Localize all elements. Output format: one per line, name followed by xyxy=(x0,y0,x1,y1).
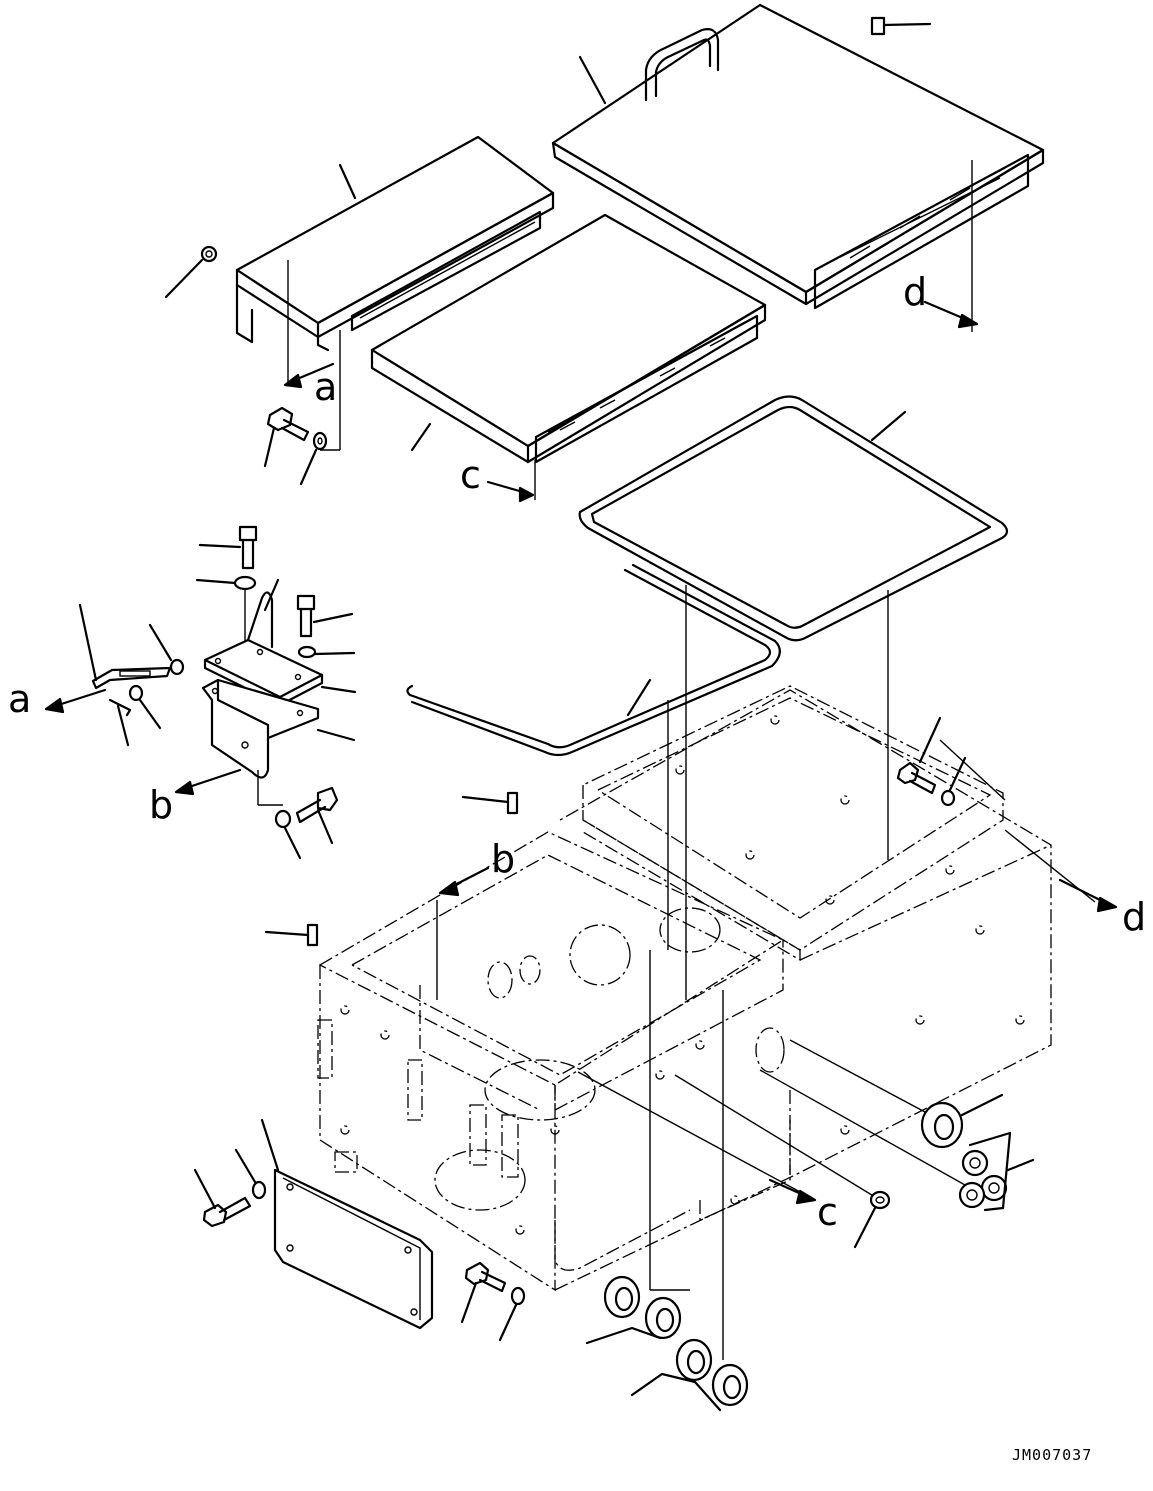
bolt-icon xyxy=(460,1261,507,1324)
grommet-group xyxy=(585,1275,749,1412)
pin-icon xyxy=(108,698,132,747)
bolt-icon xyxy=(295,786,339,845)
ref-label-c-top: c xyxy=(460,453,481,497)
cover-plate xyxy=(260,1118,434,1330)
ref-label-a-top: a xyxy=(314,365,337,409)
washer-icon xyxy=(128,684,162,730)
clip-icon xyxy=(461,791,519,815)
bolt-icon xyxy=(263,406,310,468)
bolt-icon xyxy=(193,1168,252,1228)
clip-icon xyxy=(264,923,319,947)
main-box-frame xyxy=(317,685,1052,1292)
washer-icon xyxy=(195,575,257,591)
ref-label-a-left: a xyxy=(8,677,31,721)
washer-icon xyxy=(297,645,356,659)
grommet-icon xyxy=(711,1363,749,1407)
washer-icon xyxy=(274,809,302,860)
ref-label-b-left: b xyxy=(149,783,173,827)
grommet-icon xyxy=(675,1338,713,1382)
grommet-icon xyxy=(644,1296,682,1340)
bolt-icon xyxy=(296,594,354,638)
bracket-assembly xyxy=(44,525,357,860)
middle-perforated-cover xyxy=(370,213,767,503)
grommet-icon xyxy=(920,1093,1004,1149)
knob-icon xyxy=(164,245,218,299)
nut-icon xyxy=(853,1190,891,1249)
grommet-icon xyxy=(603,1275,641,1319)
bolt-icon xyxy=(198,525,258,570)
small-perforated-cover xyxy=(164,135,555,451)
ref-label-d-top: d xyxy=(903,270,927,314)
plug-icon xyxy=(870,16,932,36)
washer-icon xyxy=(234,1148,267,1200)
washer-icon xyxy=(148,623,185,676)
grommet-group xyxy=(958,1131,1035,1212)
gasket-rectangular xyxy=(578,395,1009,642)
drawing-id: JM007037 xyxy=(1012,1446,1092,1464)
ref-label-c-bottom: c xyxy=(817,1190,838,1234)
washer-icon xyxy=(940,756,967,807)
large-perforated-cover xyxy=(551,3,1045,310)
gasket-strip xyxy=(406,563,781,757)
ref-label-b-box: b xyxy=(491,837,515,881)
washer-icon xyxy=(498,1286,526,1342)
bolt-icon xyxy=(896,716,942,795)
washer-icon xyxy=(299,431,328,486)
ref-label-d-right: d xyxy=(1122,895,1146,939)
projection-lines xyxy=(436,160,1096,1360)
